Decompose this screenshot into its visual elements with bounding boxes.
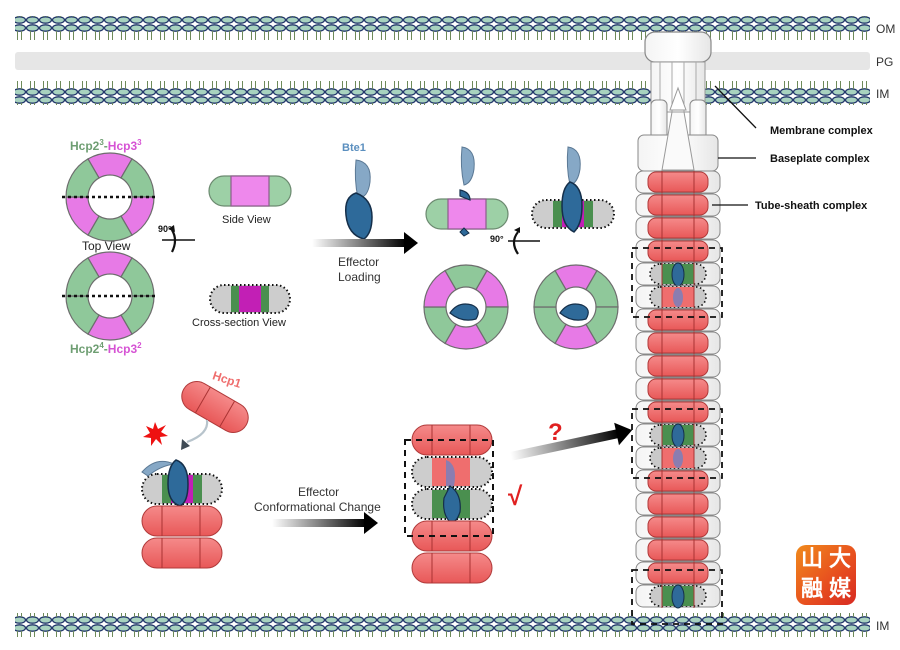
bte1-effector: [672, 263, 684, 286]
inner-membrane-bottom: [15, 613, 870, 637]
hcp1-tube-segment: [648, 402, 708, 422]
hcp1-tube-segment: [648, 540, 708, 560]
top-view-label: Top View: [82, 239, 131, 253]
starburst-icon: [143, 422, 168, 446]
side-view-label: Side View: [222, 214, 271, 226]
curved-arrow-icon: [181, 420, 207, 450]
effector-loading-label-line1: Effector: [338, 255, 379, 269]
hcp1-tube-segment: [648, 310, 708, 330]
watermark-logo: 山大融媒: [796, 545, 856, 605]
loaded-ring-4-2: [534, 265, 618, 349]
hcp1-tube-segment: [648, 195, 708, 215]
peptidoglycan-label: PG: [876, 55, 893, 69]
hcp1-tube-segment: [648, 172, 708, 192]
watermark-char: 媒: [826, 577, 854, 603]
bte1-effector: [346, 160, 372, 239]
hcp1-tube-segment: [648, 517, 708, 537]
conformational-change-label-line1: Effector: [298, 485, 339, 499]
watermark-char: 大: [826, 547, 854, 573]
hcp1-label: Hcp1: [211, 368, 244, 390]
rotate-90-icon-b: [508, 227, 540, 254]
to-machine-arrow: [509, 419, 635, 467]
membrane-complex-label: Membrane complex: [770, 125, 874, 137]
hcp1-tube-segment: [648, 241, 708, 261]
check-mark: √: [508, 481, 523, 511]
inner-membrane-bottom-label: IM: [876, 619, 889, 633]
conformational-change-label-line2: Conformational Change: [254, 500, 381, 514]
hcp1-tube-segment: [648, 333, 708, 353]
pre-change-stack: [142, 460, 222, 568]
outer-membrane: [15, 16, 870, 40]
bte1-effector: [450, 304, 478, 320]
rotation-label-b: 90°: [490, 234, 504, 244]
post-change-stack: [405, 425, 493, 583]
conformational-change-arrow: [272, 512, 378, 534]
bte1-label: Bte1: [342, 142, 366, 154]
ring2-composition-label: Hcp24-Hcp32: [70, 341, 142, 356]
cross-section-capsule: [210, 285, 290, 313]
bte1-effector: [672, 424, 684, 447]
inner-membrane-top: [15, 81, 870, 105]
tube-sheath-complex-label: Tube-sheath complex: [755, 200, 868, 212]
ring1-composition-label: Hcp23-Hcp33: [70, 138, 142, 153]
rotation-label-a: 90°: [158, 224, 172, 234]
bte1-effector: [672, 585, 684, 608]
loaded-side-view: [426, 147, 508, 236]
loaded-ring-3-3: [424, 265, 508, 349]
bte1-effector-part: [673, 449, 683, 468]
hcp1-tube-segment: [648, 379, 708, 399]
effector-loading-label-line2: Loading: [338, 270, 381, 284]
question-mark: ?: [548, 419, 563, 446]
t6ss-machine: [632, 32, 722, 624]
hcp1-tube-segment: [648, 471, 708, 491]
peptidoglycan-layer: [15, 52, 870, 70]
cross-section-view-label: Cross-section View: [192, 317, 286, 329]
watermark-char: 山: [798, 547, 826, 573]
hcp1-hexamer: [176, 376, 253, 438]
hcp1-tube-segment: [648, 494, 708, 514]
hcp1-tube-segment: [648, 356, 708, 376]
hcp1-tube-segment: [648, 563, 708, 583]
loaded-cross-section: [532, 147, 614, 232]
bte1-effector-part: [673, 288, 683, 307]
baseplate-complex-label: Baseplate complex: [770, 153, 871, 165]
outer-membrane-label: OM: [876, 22, 895, 36]
bte1-effector: [560, 304, 588, 320]
watermark-char: 融: [798, 577, 826, 603]
side-view-capsule: [209, 176, 291, 206]
hcp1-tube-segment: [648, 218, 708, 238]
inner-membrane-top-label: IM: [876, 87, 889, 101]
